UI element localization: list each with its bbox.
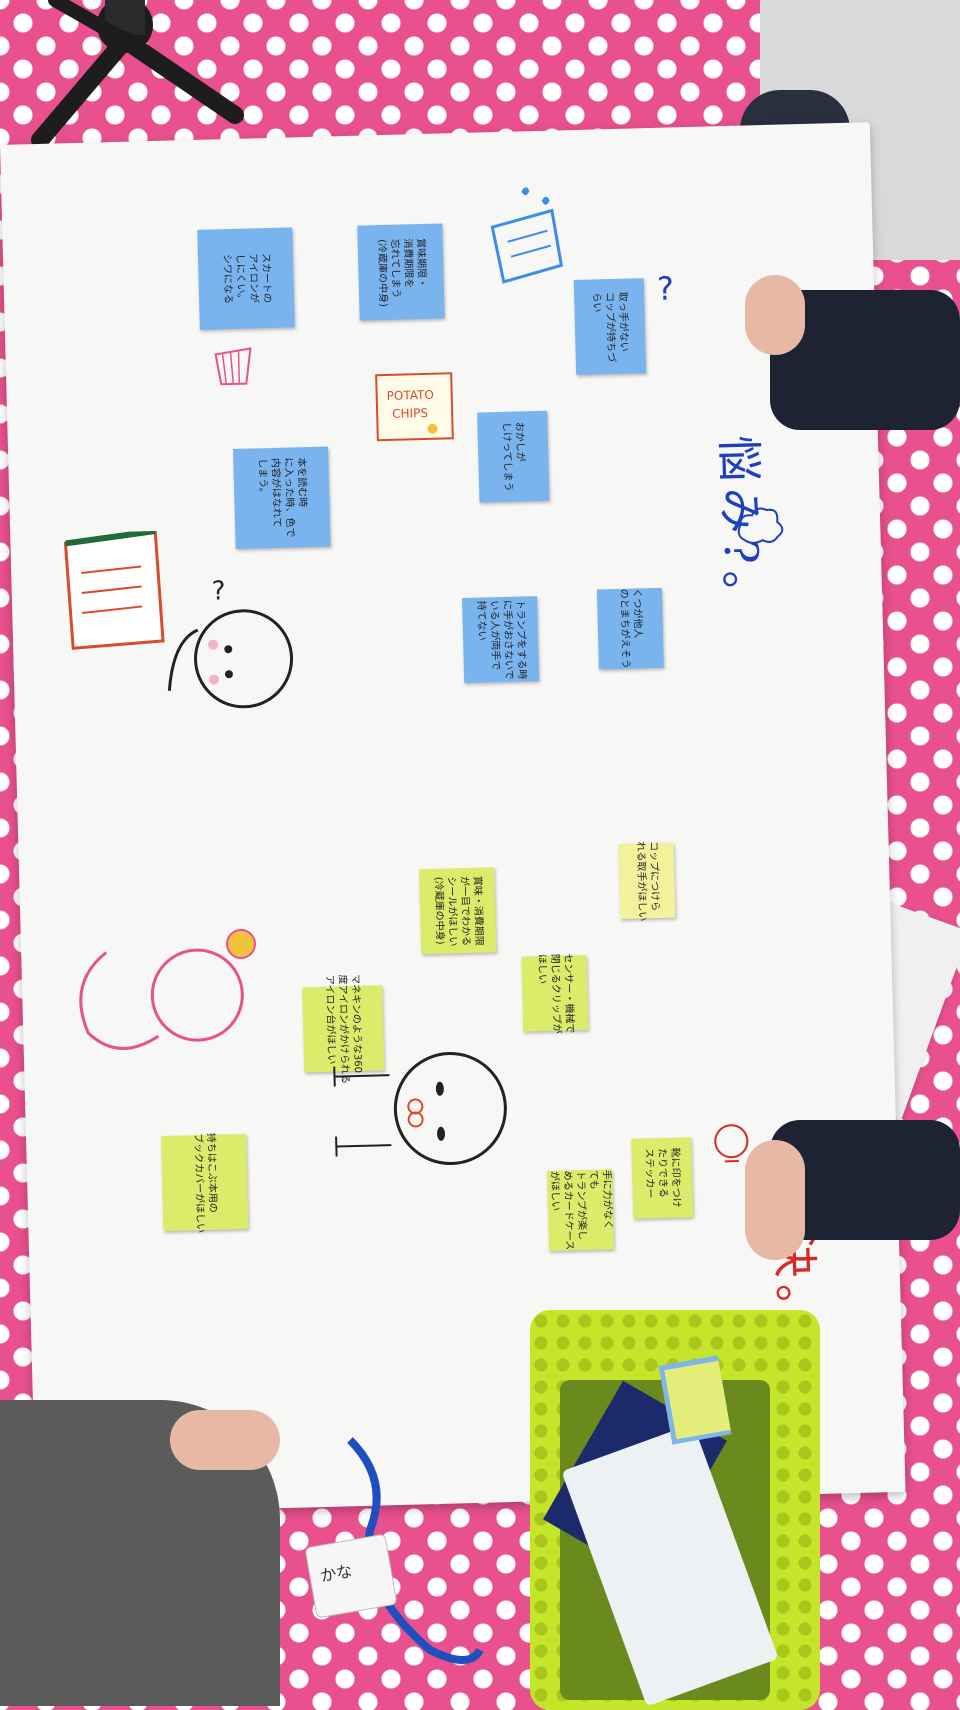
surprised-person-icon [333, 1052, 507, 1166]
problem-note-text: スカートの アイロンが しにくい。 シワになる [220, 252, 272, 305]
problem-note: 取っ手がない コップが持ちづ らい [573, 278, 647, 375]
solution-note-text: 手に力がなく ても トランプが楽し めるカードケース がほしい [548, 1169, 613, 1251]
svg-text:?: ? [211, 576, 226, 606]
question-mark-icon: ? [656, 269, 674, 307]
thinking-person-icon: ? [167, 576, 294, 709]
problem-note-text: 取っ手がない コップが持ちづ らい [590, 291, 630, 362]
problem-note-text: おかしが しけってしまう [500, 421, 526, 492]
bear-drawing-icon [79, 928, 256, 1050]
problem-note: くつが他人 のとまちがえそう [596, 587, 664, 670]
problem-note: 本を読む時 に入った時、色で 内容がはなれて しまう。 [233, 446, 331, 549]
lightbulb-icon [714, 1124, 749, 1163]
cup-drawing-icon [490, 187, 564, 284]
sticky-note-pad [664, 1360, 731, 1440]
solution-note: 賞味・消費期限 が一目でわかる シールがほしい (冷蔵庫の中身) [419, 867, 497, 955]
hand [745, 1140, 805, 1260]
svg-text:?: ? [656, 269, 674, 307]
problem-note-text: 本を読む時 に入った時、色で 内容がはなれて しまう。 [255, 457, 308, 538]
potato-chips-icon: POTATO CHIPS [375, 372, 454, 442]
solution-note: 手に力がなく ても トランプが楽し めるカードケース がほしい [547, 1169, 615, 1252]
problem-note: 賞味期限・ 消費期限を 忘れてしまう (冷蔵庫の中身) [357, 223, 445, 321]
problem-note-text: くつが他人 のとまちがえそう [617, 588, 643, 669]
svg-text:CHIPS: CHIPS [392, 406, 428, 421]
problem-note: トランプをする時 に手がおさないで いる人が両手で 持てない [462, 596, 540, 684]
hand [170, 1410, 280, 1470]
problem-note: おかしが しけってしまう [477, 410, 550, 503]
thought-cloud-icon [737, 507, 784, 544]
tripod-icon [31, 0, 244, 149]
solution-note: 靴に印をつけ たりできる ステッカー [631, 1137, 694, 1219]
solution-note: コップにつけら れる取手がほしい [618, 840, 676, 922]
problem-note-text: 賞味期限・ 消費期限を 忘れてしまう (冷蔵庫の中身) [375, 237, 427, 307]
solution-note-text: 靴に印をつけ たりできる ステッカー [642, 1147, 682, 1208]
solution-note: 持ちはこぶ本用の ブックカバーがほしい [160, 1132, 249, 1233]
solution-note-text: コップにつけら れる取手がほしい [633, 840, 660, 922]
solution-note-text: 持ちはこぶ本用の ブックカバーがほしい [191, 1132, 218, 1233]
cupcake-icon [214, 347, 252, 386]
problem-note: スカートの アイロンが しにくい。 シワになる [197, 227, 295, 330]
problem-note-text: トランプをする時 に手がおさないで いる人が両手で 持てない [474, 599, 527, 680]
solution-note-text: センサー・機械で 閉じるクリップが ほしい [535, 952, 575, 1034]
solution-note: センサー・機械で 閉じるクリップが ほしい [521, 952, 589, 1034]
solution-note-text: 賞味・消費期限 が一目でわかる シールがほしい (冷蔵庫の中身) [431, 875, 484, 947]
open-book-icon [63, 530, 165, 650]
hand [745, 275, 805, 355]
poster-paper: 悩み?。 解決。 取っ手がない コップが持ちづ らい おかしが しけってしまう … [0, 122, 906, 1515]
svg-text:POTATO: POTATO [387, 388, 434, 403]
